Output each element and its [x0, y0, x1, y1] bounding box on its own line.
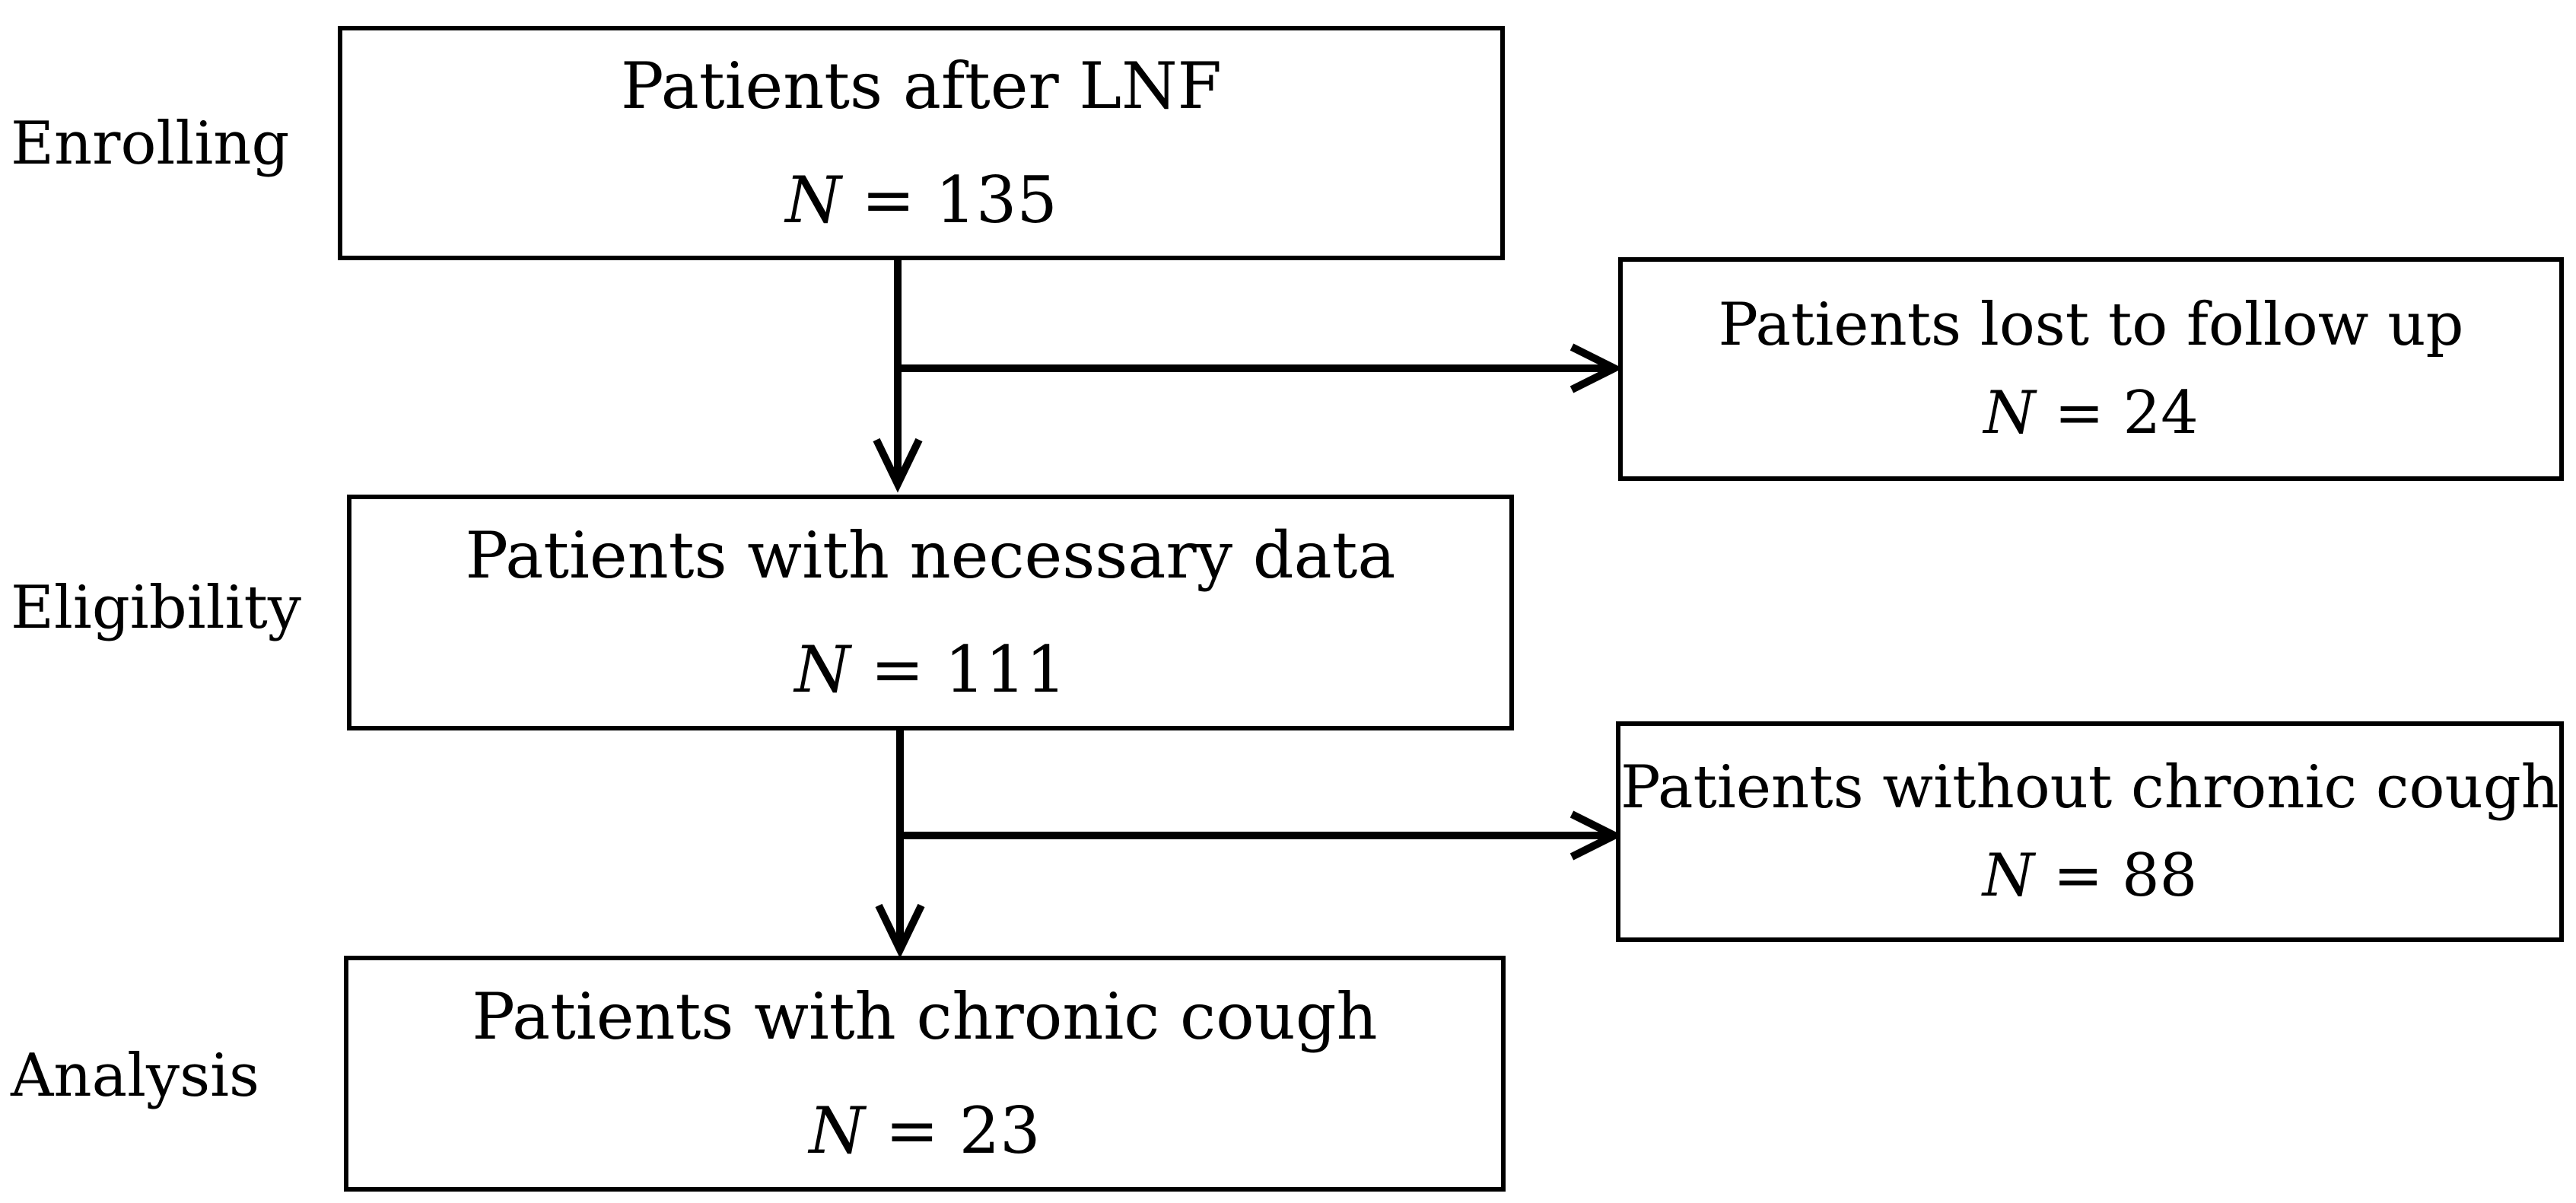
n-symbol: N	[785, 163, 841, 237]
stage-label-enrolling: Enrolling	[11, 110, 290, 178]
n-value: = 23	[885, 1093, 1041, 1168]
n-value: = 111	[870, 632, 1067, 707]
n-value: = 24	[2054, 379, 2199, 447]
box-count: N = 135	[785, 168, 1057, 232]
stage-label-analysis: Analysis	[11, 1042, 260, 1110]
n-symbol: N	[1983, 379, 2036, 447]
stage-label-eligibility: Eligibility	[11, 574, 301, 642]
n-value: = 135	[861, 163, 1057, 237]
arrowhead-to-without-cough	[1569, 810, 1624, 861]
n-symbol: N	[1982, 842, 2035, 910]
n-symbol: N	[794, 632, 851, 707]
box-title: Patients after LNF	[621, 49, 1222, 123]
arrowhead-to-lost-follow-up	[1569, 343, 1624, 393]
box-count: N = 111	[794, 638, 1067, 702]
box-title: Patients without chronic cough	[1620, 753, 2559, 822]
box-title: Patients with chronic cough	[472, 979, 1378, 1054]
box-patients-after-lnf: Patients after LNF N = 135	[338, 26, 1505, 260]
box-title: Patients lost to follow up	[1718, 291, 2464, 359]
box-count: N = 88	[1983, 846, 2197, 905]
box-count: N = 23	[809, 1099, 1040, 1163]
box-patients-lost-to-follow-up: Patients lost to follow up N = 24	[1618, 257, 2564, 481]
box-patients-with-necessary-data: Patients with necessary data N = 111	[347, 495, 1514, 730]
box-title: Patients with necessary data	[465, 518, 1396, 593]
box-patients-without-chronic-cough: Patients without chronic cough N = 88	[1616, 721, 2564, 942]
arrowhead-to-analysis	[875, 903, 925, 959]
box-patients-with-chronic-cough: Patients with chronic cough N = 23	[344, 956, 1506, 1192]
box-count: N = 24	[1983, 383, 2198, 443]
n-value: = 88	[2053, 842, 2198, 910]
n-symbol: N	[809, 1093, 865, 1168]
arrowhead-to-eligibility	[873, 438, 923, 493]
